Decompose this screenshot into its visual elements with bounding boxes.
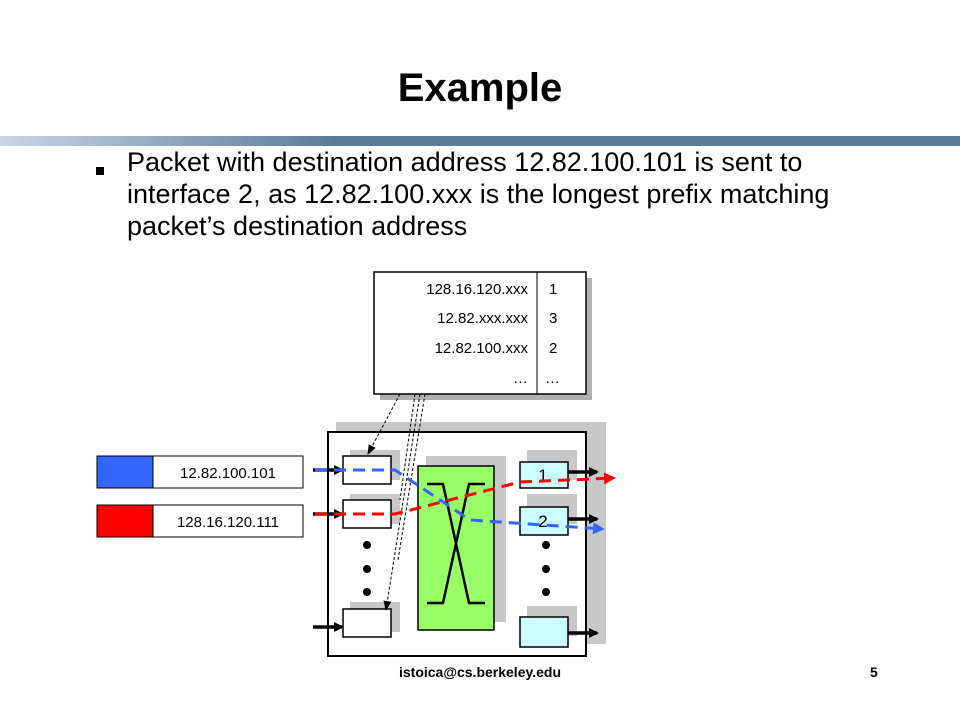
output-port-1 bbox=[519, 461, 569, 489]
packet-red: 128.16.120.111 bbox=[96, 504, 304, 538]
forwarding-table: 128.16.120.xxx 1 12.82.xxx.xxx 3 12.82.1… bbox=[373, 271, 592, 400]
table-row-prefix: … bbox=[513, 370, 528, 387]
blue-packet-path bbox=[315, 468, 605, 535]
square-bullet-icon bbox=[96, 167, 104, 175]
page-number: 5 bbox=[870, 664, 878, 680]
input-ellipsis-dots bbox=[363, 541, 371, 596]
slide-title: Example bbox=[397, 66, 563, 110]
table-row-interface: 3 bbox=[549, 310, 557, 327]
table-row-interface: 2 bbox=[549, 340, 557, 357]
output-port-3 bbox=[519, 616, 569, 648]
output-port-1-label: 1 bbox=[538, 466, 547, 485]
footer-email: istoica@cs.berkeley.edu bbox=[398, 664, 562, 680]
input-port-3 bbox=[342, 608, 392, 638]
table-row-interface: 1 bbox=[549, 281, 557, 298]
table-row-prefix: 128.16.120.xxx bbox=[426, 281, 528, 298]
bullet-text: Packet with destination address 12.82.10… bbox=[127, 147, 830, 241]
output-port-2 bbox=[519, 506, 569, 536]
packet-blue: 12.82.100.101 bbox=[96, 455, 304, 489]
table-row-prefix: 12.82.100.xxx bbox=[435, 340, 529, 357]
packet-address: 12.82.100.101 bbox=[180, 465, 276, 482]
output-port-2-label: 2 bbox=[538, 512, 547, 531]
packet-address: 128.16.120.111 bbox=[177, 514, 279, 531]
title-divider-bar bbox=[0, 136, 960, 146]
table-lookup-lines bbox=[367, 393, 426, 611]
red-packet-path bbox=[315, 472, 616, 516]
output-ellipsis-dots bbox=[542, 541, 550, 596]
table-row-interface: … bbox=[545, 370, 560, 387]
crossbar-switch bbox=[417, 465, 495, 631]
table-row-prefix: 12.82.xxx.xxx bbox=[437, 310, 528, 327]
